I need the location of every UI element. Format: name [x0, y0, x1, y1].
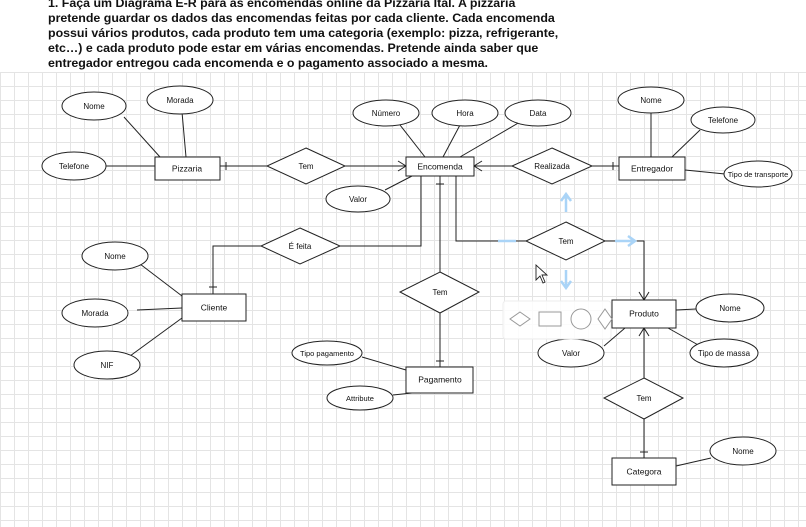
attribute-label: Data	[530, 109, 547, 118]
relationship-tem-categoria[interactable]: Tem	[602, 377, 685, 420]
attribute-produto-nome[interactable]: Nome	[695, 293, 765, 323]
attribute-entregador-telefone[interactable]: Telefone	[690, 106, 756, 134]
entity-categoria[interactable]: Categora	[611, 457, 677, 486]
attribute-label: Hora	[456, 109, 474, 118]
edge-categoria-nome	[675, 457, 712, 467]
attribute-pizzaria-telefone[interactable]: Telefone	[41, 151, 107, 181]
edge-entregador-telefone	[671, 129, 701, 158]
relationship-label: Tem	[558, 237, 573, 246]
task-statement: 1. Faça um Diagrama E-R para as encomend…	[48, 0, 559, 70]
hint-arrow-right-icon[interactable]	[615, 234, 638, 248]
entity-produto[interactable]: Produto	[611, 299, 677, 329]
relationship-label: Tem	[432, 288, 447, 297]
attribute-label: Morada	[166, 96, 194, 105]
relationship-label: Tem	[298, 162, 313, 171]
attribute-label: Nome	[719, 304, 741, 313]
entity-pagamento[interactable]: Pagamento	[405, 366, 474, 394]
palette-rectangle-icon[interactable]	[538, 311, 562, 327]
edge-produto-tipo-massa	[667, 327, 701, 347]
entity-label: Encomenda	[417, 161, 463, 171]
relationship-realizada[interactable]: Realizada	[510, 147, 594, 185]
edge-pagamento-tipo	[361, 356, 407, 371]
palette-rhombus-icon[interactable]	[597, 308, 613, 330]
palette-circle-icon[interactable]	[570, 308, 592, 330]
edge-encomenda-numero	[399, 124, 426, 158]
entity-entregador[interactable]: Entregador	[618, 156, 686, 181]
attribute-label: Nome	[83, 102, 105, 111]
attribute-label: NIF	[101, 361, 114, 370]
attribute-encomenda-valor[interactable]: Valor	[325, 185, 391, 213]
attribute-produto-valor[interactable]: Valor	[537, 338, 605, 368]
attribute-cliente-nome[interactable]: Nome	[81, 241, 149, 271]
entity-encomenda[interactable]: Encomenda	[405, 156, 475, 177]
edge-produto-nome	[675, 308, 697, 311]
attribute-label: Número	[372, 109, 401, 118]
edge-pizzaria-nome	[123, 116, 161, 158]
attribute-label: Morada	[81, 309, 109, 318]
relationship-label: Tem	[636, 394, 651, 403]
attribute-pizzaria-nome[interactable]: Nome	[61, 91, 127, 121]
entity-label: Produto	[629, 308, 659, 318]
entity-label: Cliente	[201, 302, 228, 312]
mouse-cursor-icon	[535, 263, 549, 284]
edges	[104, 111, 726, 467]
edge-pizzaria-morada	[181, 111, 187, 158]
attribute-label: Attribute	[346, 394, 374, 403]
attribute-label: Nome	[104, 252, 126, 261]
diagram-canvas[interactable]: Tem Realizada É feita Tem Tem Tem Pizzar…	[0, 72, 806, 527]
attribute-label: Nome	[732, 447, 754, 456]
entity-pizzaria[interactable]: Pizzaria	[154, 156, 221, 181]
edge-efeita-cliente	[212, 245, 261, 294]
entity-cliente[interactable]: Cliente	[181, 293, 247, 322]
attribute-produto-tipo-massa[interactable]: Tipo de massa	[689, 338, 759, 368]
attribute-label: Valor	[562, 349, 580, 358]
attribute-pagamento-attribute[interactable]: Attribute	[326, 385, 394, 411]
shape-palette	[502, 300, 613, 340]
edge-produto-valor	[603, 327, 626, 347]
connection-hints	[498, 191, 638, 291]
edge-encomenda-tem-produto	[455, 176, 526, 242]
attribute-pizzaria-morada[interactable]: Morada	[146, 85, 214, 115]
edge-encomenda-valor	[384, 175, 413, 191]
er-diagram: Tem Realizada É feita Tem Tem Tem Pizzar…	[41, 85, 793, 486]
hint-arrow-up-icon[interactable]	[559, 191, 573, 212]
attribute-entregador-nome[interactable]: Nome	[617, 86, 685, 114]
attribute-label: Nome	[640, 96, 662, 105]
attribute-label: Tipo de massa	[698, 349, 751, 358]
attribute-cliente-nif[interactable]: NIF	[73, 350, 141, 380]
edge-encomenda-hora	[442, 124, 461, 158]
entity-label: Pizzaria	[172, 163, 203, 173]
palette-diamond-icon[interactable]	[509, 311, 531, 327]
attribute-label: Tipo pagamento	[300, 349, 354, 358]
attribute-categoria-nome[interactable]: Nome	[709, 436, 777, 466]
attribute-label: Valor	[349, 195, 367, 204]
entity-label: Entregador	[631, 163, 673, 173]
attribute-encomenda-numero[interactable]: Número	[352, 99, 420, 127]
attribute-label: Telefone	[59, 162, 90, 171]
edge-encomenda-efeita	[340, 176, 422, 247]
relationship-label: Realizada	[534, 162, 570, 171]
edge-cliente-morada	[136, 307, 183, 311]
relationship-tem-pagamento[interactable]: Tem	[398, 271, 481, 314]
attribute-pagamento-tipo[interactable]: Tipo pagamento	[291, 340, 363, 366]
relationship-label: É feita	[289, 242, 312, 251]
relationship-e-feita[interactable]: É feita	[259, 227, 342, 265]
relationship-tem-pizzaria[interactable]: Tem	[265, 147, 347, 185]
edge-cliente-nif	[129, 317, 183, 357]
hint-arrow-down-icon[interactable]	[559, 270, 573, 291]
attribute-encomenda-data[interactable]: Data	[504, 99, 572, 127]
relationship-tem-produto[interactable]: Tem	[524, 221, 607, 261]
edge-entregador-tipo	[684, 169, 726, 175]
edge-encomenda-data	[459, 121, 521, 158]
attribute-entregador-tipo-transporte[interactable]: Tipo de transporte	[723, 160, 793, 188]
attribute-label: Tipo de transporte	[728, 170, 789, 179]
attribute-label: Telefone	[708, 116, 739, 125]
entity-label: Categora	[627, 466, 662, 476]
attribute-encomenda-hora[interactable]: Hora	[431, 99, 499, 127]
edge-cliente-nome	[139, 263, 183, 297]
edge-tem-produto	[605, 240, 645, 300]
attribute-cliente-morada[interactable]: Morada	[61, 298, 129, 328]
entity-label: Pagamento	[418, 374, 462, 384]
